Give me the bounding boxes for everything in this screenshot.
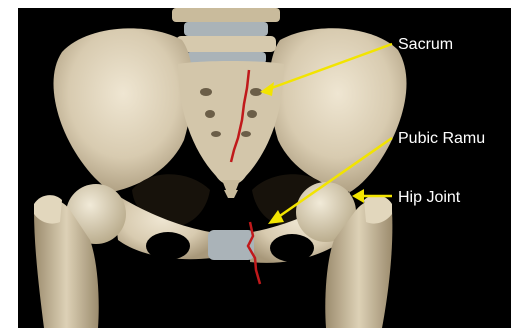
pubic-ramus-label: Pubic Ramu — [398, 130, 485, 148]
sacrum-label: Sacrum — [398, 36, 453, 54]
left-ilium — [54, 28, 193, 192]
sacrum-bone — [178, 61, 284, 185]
coccyx — [222, 180, 240, 198]
right-ilium — [269, 28, 406, 192]
left-obturator-foramen — [146, 232, 190, 260]
right-obturator-foramen — [270, 234, 314, 262]
intervertebral-disc — [184, 22, 268, 36]
pubic-symphysis — [208, 230, 254, 260]
hip-joint-label: Hip Joint — [398, 189, 460, 207]
